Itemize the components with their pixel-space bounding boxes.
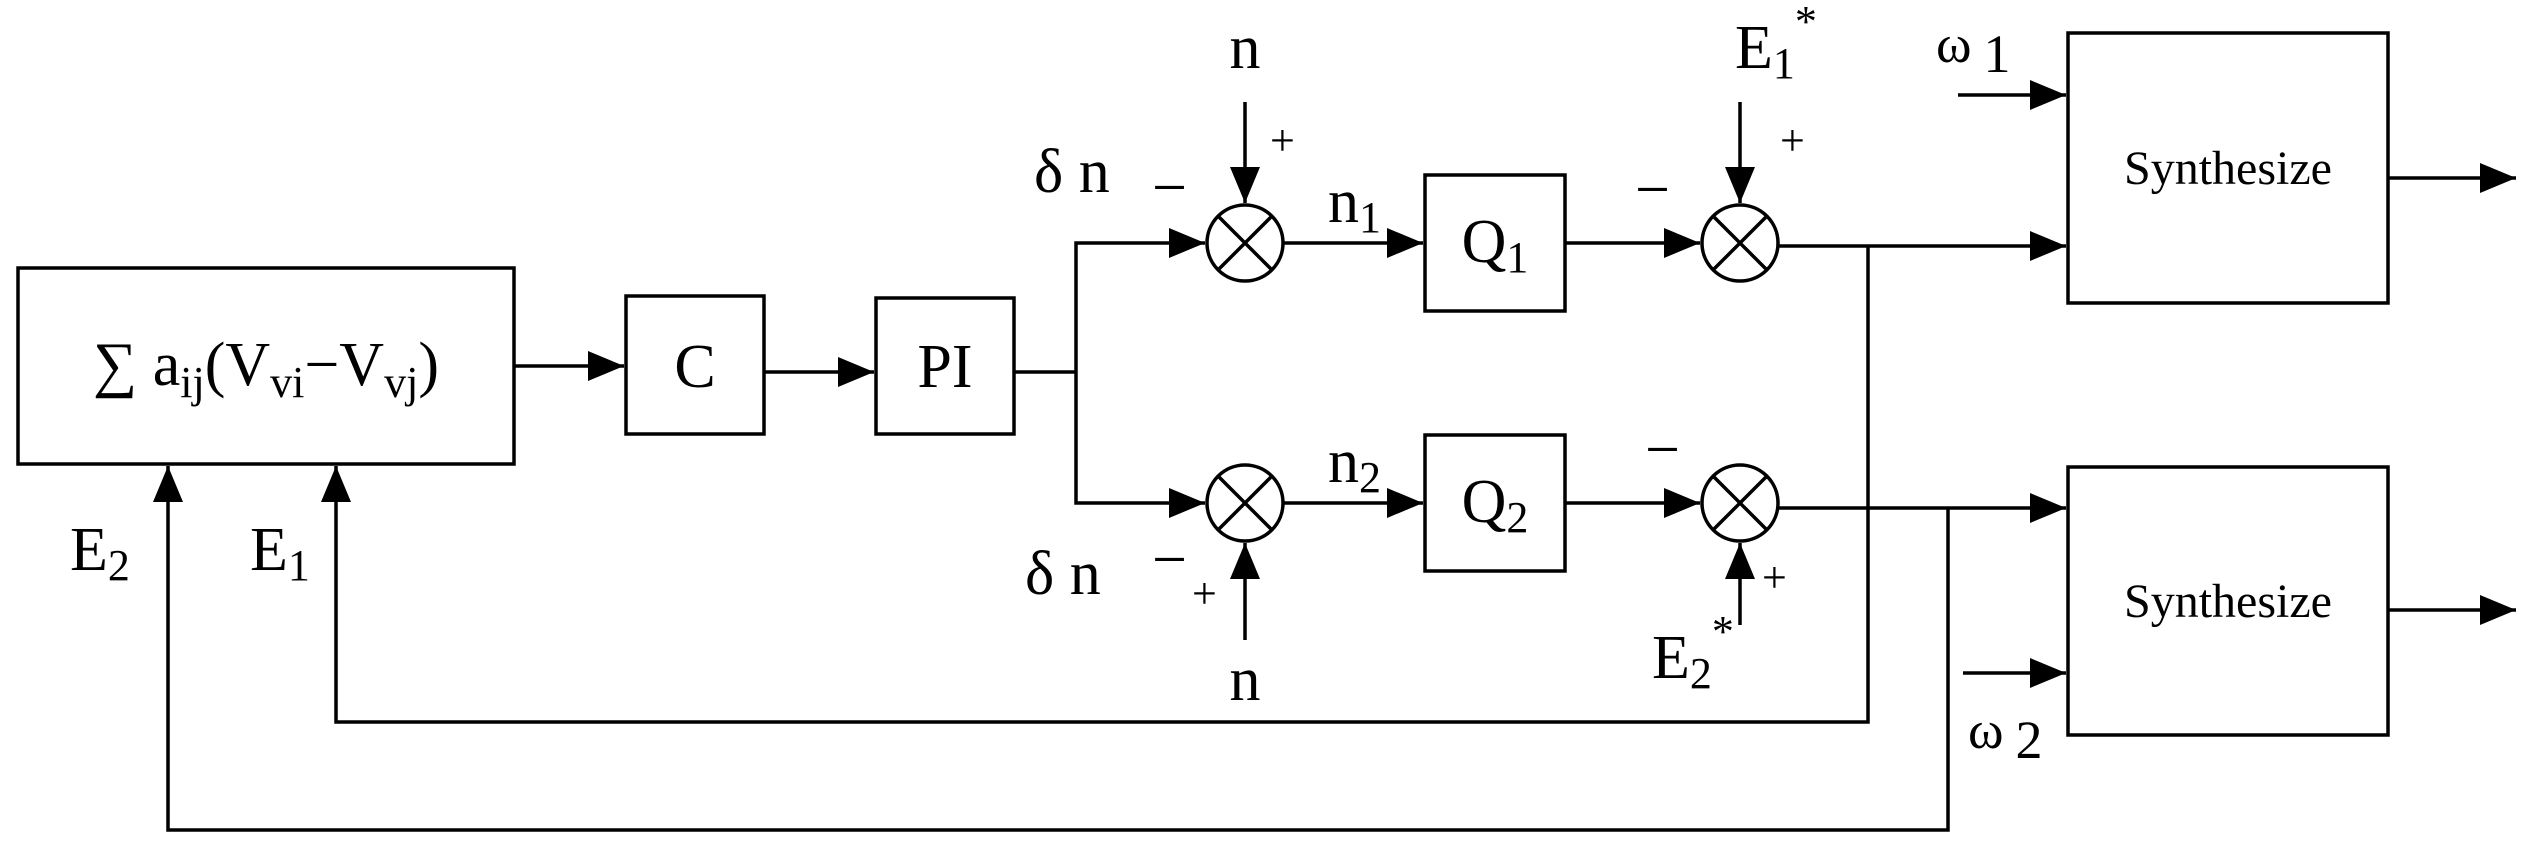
q1-block-label: Q1 xyxy=(1462,208,1529,282)
summing-junction-top-2 xyxy=(1700,203,1780,283)
sign-plus-e2-star: + xyxy=(1762,553,1787,602)
synthesize-block-2 xyxy=(2066,465,2390,737)
sign-minus-delta-top: − xyxy=(1152,154,1187,222)
label-delta-n-top: δ n xyxy=(1034,138,1110,206)
pi-block-label: PI xyxy=(917,333,972,401)
q1-block xyxy=(1423,173,1567,313)
label-n-bottom: n xyxy=(1230,646,1261,714)
expr-minus: −V xyxy=(304,331,384,399)
c-block-label: C xyxy=(674,333,715,401)
sign-plus-e1-star: + xyxy=(1780,116,1805,165)
label-e2-feedback: E2 xyxy=(70,516,130,590)
sum-symbol: ∑ xyxy=(93,331,137,399)
sign-minus-delta-bottom: − xyxy=(1152,526,1187,594)
expr-open: (V xyxy=(205,331,271,399)
sign-minus-q2: − xyxy=(1645,416,1680,484)
arrow-pi-to-junction-bottom-1 xyxy=(1074,372,1205,518)
label-n-top: n xyxy=(1230,14,1261,82)
label-e2-star: E2* xyxy=(1652,607,1734,698)
coef-ij: ij xyxy=(180,358,204,407)
label-n1: n1 xyxy=(1328,168,1381,242)
feedback-e2 xyxy=(153,466,1950,832)
q2-block xyxy=(1423,433,1567,573)
summing-junction-bottom-1 xyxy=(1205,463,1285,543)
pi-block xyxy=(874,296,1016,436)
consensus-block xyxy=(16,266,516,466)
expr-vj: vj xyxy=(384,358,418,407)
feedback-e1 xyxy=(321,246,1870,724)
expr-vi: vi xyxy=(270,358,304,407)
sign-plus-n-top: + xyxy=(1270,116,1295,165)
label-e1-star: E1* xyxy=(1735,0,1817,88)
expr-close: ) xyxy=(418,331,439,399)
label-n2: n2 xyxy=(1328,428,1381,502)
arrow-pi-to-junction-top-1 xyxy=(1074,228,1205,372)
label-delta-n-bottom: δ n xyxy=(1025,540,1101,608)
sign-plus-n-bottom: + xyxy=(1192,569,1217,618)
sign-minus-q1: − xyxy=(1635,156,1670,224)
synthesize-label-1: Synthesize xyxy=(2124,142,2332,195)
c-block xyxy=(624,294,766,436)
summing-junction-top-1 xyxy=(1205,203,1285,283)
q2-block-label: Q2 xyxy=(1462,468,1529,542)
summing-junction-bottom-2 xyxy=(1700,463,1780,543)
synthesize-block-1 xyxy=(2066,31,2390,305)
coef-a: a xyxy=(153,331,181,399)
synthesize-label-2: Synthesize xyxy=(2124,575,2332,628)
consensus-expression: ∑ aij(Vvi−Vvj) xyxy=(93,331,439,407)
label-e1-feedback: E1 xyxy=(250,516,310,590)
